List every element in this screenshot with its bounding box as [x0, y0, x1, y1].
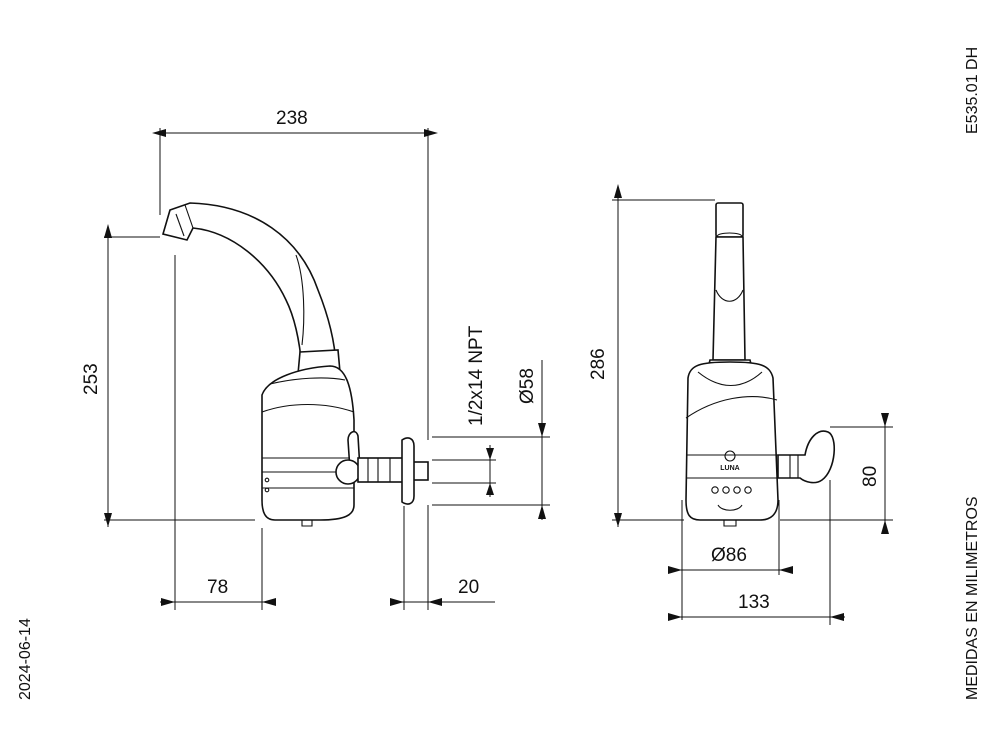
dim-thread-label: 1/2x14 NPT — [466, 325, 487, 426]
dim-flange-diameter-label: Ø58 — [517, 368, 538, 404]
dim-20-label: 20 — [458, 577, 479, 598]
dim-78-label: 78 — [207, 577, 228, 598]
units-note: MEDIDAS EN MILIMETROS — [964, 496, 981, 700]
dim-80-label: 80 — [860, 466, 881, 487]
drawing-date: 2024-06-14 — [17, 618, 34, 700]
dim-286-label: 286 — [588, 348, 609, 380]
front-view: LUNA 286 80 Ø — [588, 184, 893, 625]
dim-253-label: 253 — [81, 363, 102, 395]
side-view-faucet-drawing — [161, 202, 429, 527]
dim-diameter-86-label: Ø86 — [711, 545, 747, 566]
brand-logo-text: LUNA — [720, 465, 739, 472]
front-view-faucet-drawing: LUNA — [685, 202, 835, 527]
dim-238-label: 238 — [276, 108, 308, 129]
dim-133-label: 133 — [738, 592, 770, 613]
side-view: 238 253 1/2x14 NPT Ø58 78 — [81, 108, 550, 610]
drawing-code: E535.01 DH — [964, 47, 981, 134]
